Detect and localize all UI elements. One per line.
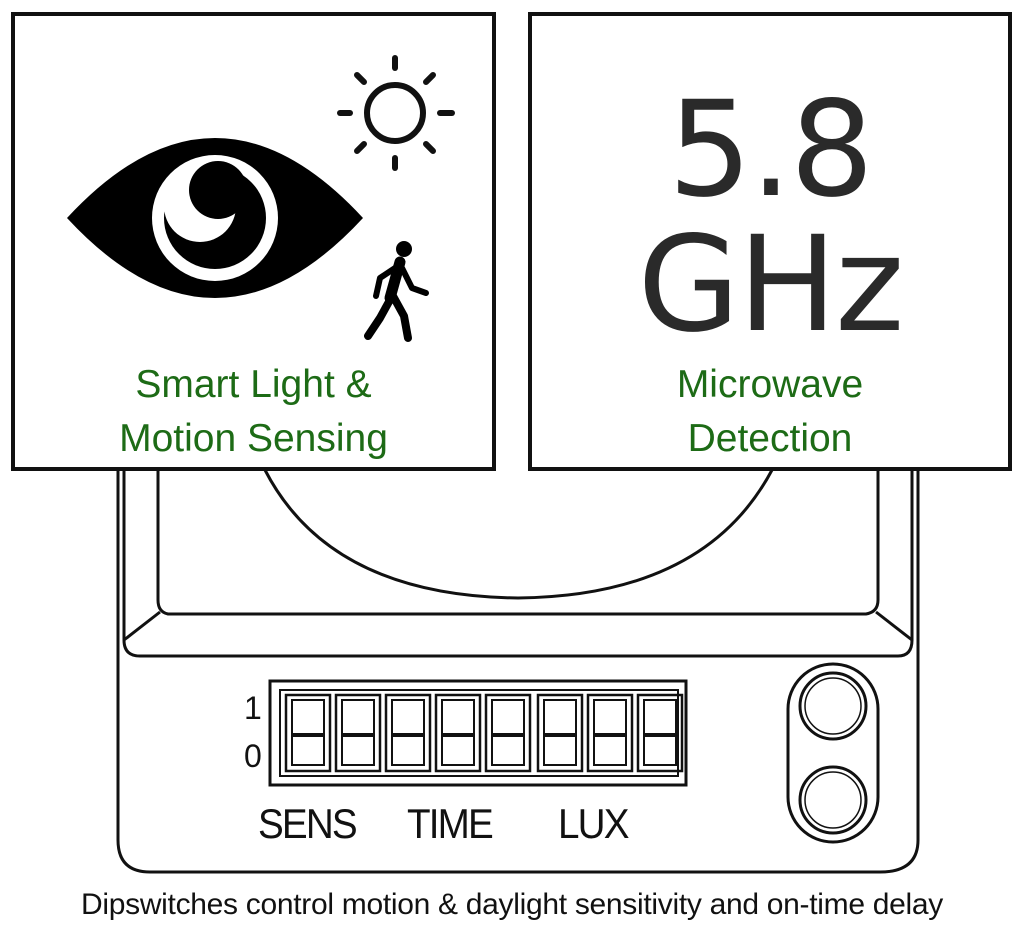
walking-person-icon bbox=[364, 241, 429, 342]
dip-switch-time-3[interactable] bbox=[484, 693, 532, 773]
microwave-label-line1: Microwave bbox=[676, 363, 864, 406]
dip-switch-knob bbox=[391, 699, 425, 735]
dip-switch-slot bbox=[593, 735, 627, 766]
dip-switch-lux-2[interactable] bbox=[586, 693, 634, 773]
dip-switch-knob bbox=[291, 699, 325, 735]
eye-icon bbox=[67, 138, 363, 298]
dip-on-label: 1 bbox=[244, 690, 262, 726]
dip-group-label-time: TIME bbox=[407, 800, 494, 847]
dip-switch-slot bbox=[491, 735, 525, 766]
upper-button[interactable] bbox=[798, 671, 868, 741]
light-motion-panel bbox=[11, 12, 496, 471]
dip-switch-knob bbox=[543, 699, 577, 735]
device-buttons bbox=[786, 662, 880, 844]
dip-switch-knob bbox=[593, 699, 627, 735]
dip-off-label: 0 bbox=[244, 738, 262, 774]
dip-switch-slot bbox=[543, 735, 577, 766]
dip-switch-knob bbox=[491, 699, 525, 735]
microwave-panel bbox=[528, 12, 1012, 471]
dip-switch-slot bbox=[291, 735, 325, 766]
light-motion-label-line1: Smart Light & bbox=[135, 363, 372, 406]
frequency-value: 5.8 bbox=[668, 73, 874, 227]
lower-button-ring bbox=[804, 771, 862, 829]
dip-group-label-sens: SENS bbox=[258, 800, 358, 847]
frequency-unit: GHz bbox=[637, 208, 905, 362]
dip-switch-slot bbox=[341, 735, 375, 766]
dip-group-label-lux: LUX bbox=[558, 800, 629, 847]
dip-switch-knob bbox=[341, 699, 375, 735]
dip-switch-time-1[interactable] bbox=[384, 693, 432, 773]
dip-switch-slot bbox=[441, 735, 475, 766]
dip-switch-slot bbox=[643, 735, 677, 766]
sun-icon bbox=[337, 55, 455, 171]
caption: Dipswitches control motion & daylight se… bbox=[81, 888, 943, 921]
light-motion-label-line2: Motion Sensing bbox=[119, 417, 388, 460]
dip-switch-sens-2[interactable] bbox=[334, 693, 382, 773]
upper-button-ring bbox=[804, 677, 862, 735]
dip-switch-time-2[interactable] bbox=[434, 693, 482, 773]
device-housing bbox=[116, 469, 920, 874]
dip-switch-slot bbox=[391, 735, 425, 766]
dip-switch-knob bbox=[643, 699, 677, 735]
microwave-label-line2: Detection bbox=[687, 417, 853, 460]
dip-switch-lux-1[interactable] bbox=[536, 693, 584, 773]
dip-switch-knob bbox=[441, 699, 475, 735]
dip-switch-sens-1[interactable] bbox=[284, 693, 332, 773]
lower-button[interactable] bbox=[798, 765, 868, 835]
dip-switch-block bbox=[268, 679, 688, 787]
dip-switch-lux-3[interactable] bbox=[636, 693, 684, 773]
